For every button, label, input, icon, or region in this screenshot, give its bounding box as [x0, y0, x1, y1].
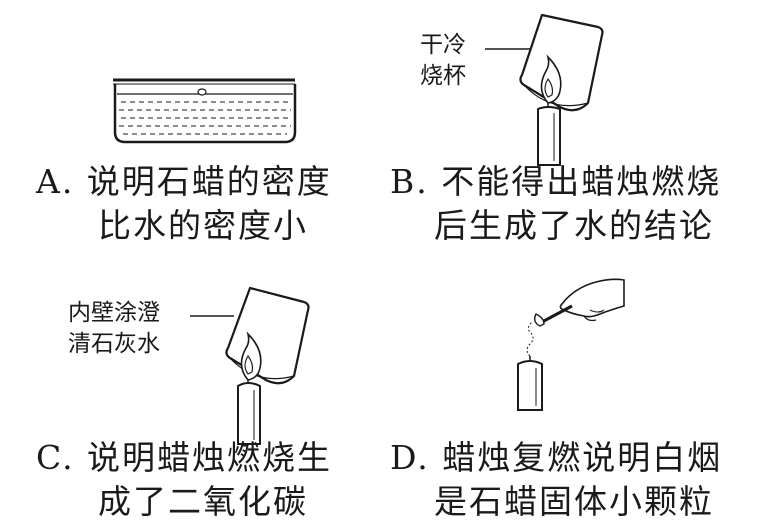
caption-b: B. 不能得出蜡烛燃烧 后生成了水的结论 — [390, 160, 721, 248]
dry-cold-beaker-label: 干冷 烧杯 — [420, 30, 466, 92]
candle-beaker-figure-b — [485, 13, 604, 166]
caption-a-line1: A. 说明石蜡的密度 — [36, 162, 332, 201]
caption-d-line2: 是石蜡固体小颗粒 — [434, 482, 714, 521]
candle — [237, 382, 261, 445]
flame — [240, 331, 262, 381]
white-smoke — [526, 321, 534, 357]
water-trough-figure — [113, 78, 297, 144]
caption-b-line1: B. 不能得出蜡烛燃烧 — [390, 162, 722, 201]
caption-c: C. 说明蜡烛燃烧生 成了二氧化碳 — [36, 436, 332, 524]
caption-d-line1: D. 蜡烛复燃说明白烟 — [390, 438, 723, 477]
candle — [517, 360, 543, 411]
label-c-line2: 清石灰水 — [68, 331, 160, 357]
flame — [540, 54, 562, 104]
wax-piece — [197, 88, 207, 96]
caption-a-line2: 比水的密度小 — [98, 206, 308, 245]
candle — [537, 106, 561, 166]
caption-c-line1: C. 说明蜡烛燃烧生 — [36, 438, 333, 477]
caption-a: A. 说明石蜡的密度 比水的密度小 — [36, 160, 332, 248]
caption-c-line2: 成了二氧化碳 — [98, 482, 308, 521]
caption-b-line2: 后生成了水的结论 — [434, 206, 714, 245]
label-c-line1: 内壁涂澄 — [68, 300, 160, 326]
match — [541, 304, 573, 324]
label-b-line2: 烧杯 — [420, 63, 466, 89]
label-b-line1: 干冷 — [420, 32, 466, 58]
candle-relight-figure — [517, 278, 625, 411]
candle-beaker-figure-c — [190, 286, 310, 445]
caption-d: D. 蜡烛复燃说明白烟 是石蜡固体小颗粒 — [390, 436, 722, 524]
limewater-beaker-label: 内壁涂澄 清石灰水 — [68, 298, 160, 360]
